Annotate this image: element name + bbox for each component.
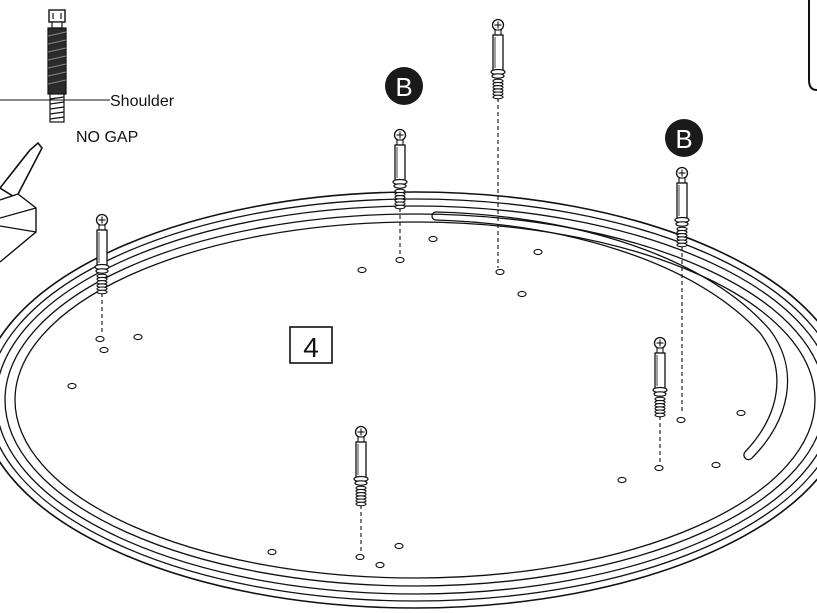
tabletop-inner-edge [14, 221, 816, 579]
cam-bolt-icon [392, 128, 408, 254]
shoulder-label: Shoulder [110, 93, 175, 110]
tabletop-groove-inner [4, 213, 817, 587]
part-badge-letter: B [675, 124, 692, 154]
pre-drilled-holes [67, 235, 746, 569]
hole-icon [495, 268, 505, 276]
tabletop [0, 191, 817, 609]
hole-icon [357, 266, 367, 274]
hole-icon [533, 248, 543, 256]
hole-icon [394, 542, 404, 550]
hole-icon [654, 464, 664, 472]
tabletop-slot-end [431, 211, 437, 221]
cam-bolt-icon [353, 425, 369, 551]
hole-icon [395, 256, 405, 264]
cam-bolt-icon [94, 213, 110, 334]
no-gap-label: NO GAP [76, 129, 138, 146]
hole-icon [267, 548, 277, 556]
step-number-box: 4 [289, 326, 333, 364]
hole-icon [428, 235, 438, 243]
hole-icon [67, 382, 77, 390]
hole-icon [95, 335, 105, 343]
hole-icon [711, 461, 721, 469]
hole-icon [375, 561, 385, 569]
detail-bolt-icon [47, 9, 67, 123]
tabletop-slot-end-2 [743, 451, 753, 461]
hole-icon [517, 290, 527, 298]
cam-bolt-icon [652, 336, 668, 462]
hole-icon [133, 333, 143, 341]
cam-bolts [94, 18, 690, 551]
tabletop-slot-outer [435, 211, 789, 459]
tabletop-groove-outer [0, 205, 817, 595]
hole-icon [736, 409, 746, 417]
hole-icon [99, 346, 109, 354]
tabletop-outer-edge-2 [0, 198, 817, 602]
hole-icon [676, 416, 686, 424]
part-badge: B [665, 119, 703, 157]
tabletop-outer-edge [0, 191, 817, 609]
wood-block [0, 193, 37, 263]
panel-corner [808, 0, 817, 91]
screwdriver-icon [0, 141, 43, 200]
detail-inset: Shoulder NO GAP [0, 9, 175, 263]
part-badge: B [385, 67, 423, 105]
part-badge-letter: B [395, 72, 412, 102]
step-number: 4 [303, 332, 319, 363]
cam-bolt-icon [490, 18, 506, 268]
hole-icon [617, 476, 627, 484]
tabletop-slot-inner [435, 219, 778, 453]
cam-bolt-icon [674, 166, 690, 414]
hole-icon [355, 553, 365, 561]
